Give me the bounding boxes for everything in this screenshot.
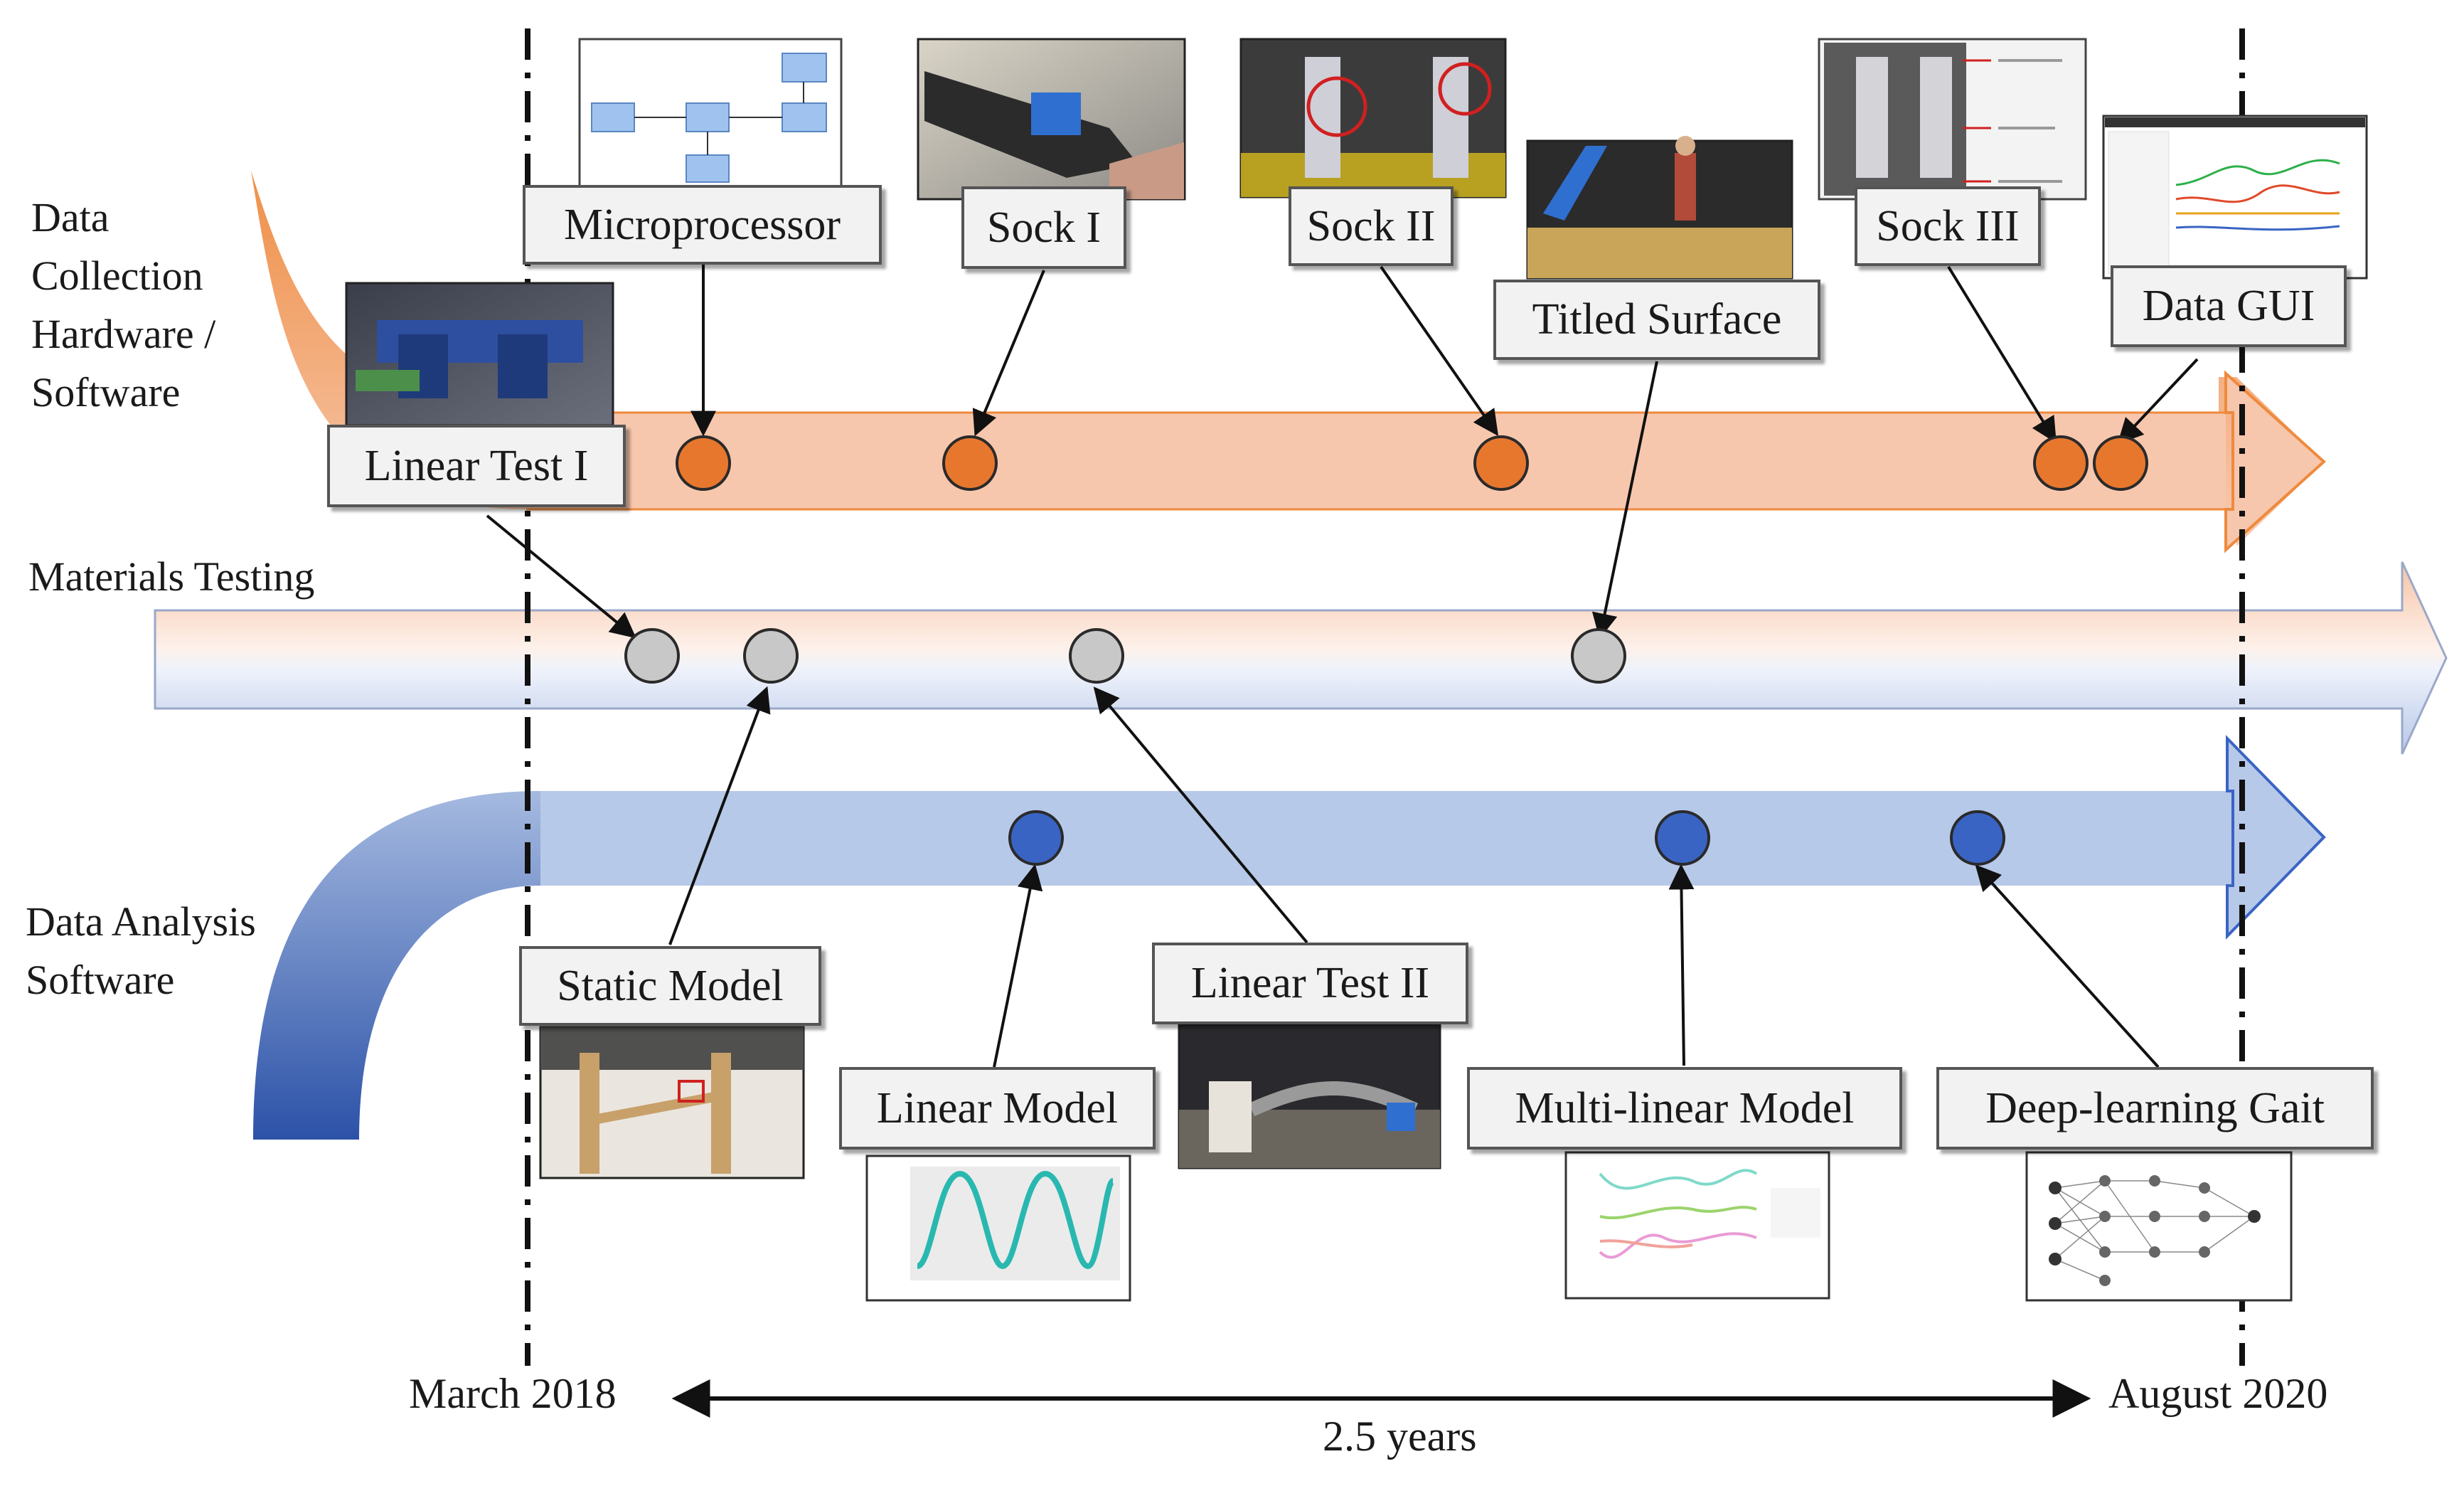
linear-model-chart-thumbnail [865, 1155, 1131, 1302]
multilinear-model-label: Multi-linear Model [1467, 1067, 1902, 1150]
linear-test-1-label: Linear Test I [327, 425, 626, 507]
analysis-label-line: Software [26, 957, 175, 1003]
deep-learning-gait-label: Deep-learning Gait [1936, 1067, 2374, 1150]
microprocessor-diagram-thumbnail [578, 38, 843, 190]
start-date-label: March 2018 [409, 1370, 617, 1417]
linear-test-2-photo [1178, 1023, 1441, 1169]
analysis-label-line: Data Analysis [26, 898, 256, 945]
titled-surface-label: Titled Surface [1493, 280, 1820, 360]
linear-test-2-label: Linear Test II [1152, 943, 1468, 1024]
hardware-event-dots [676, 435, 2148, 491]
materials-event-dots [624, 628, 1626, 684]
analysis-lane-band [253, 735, 2326, 1140]
sock-1-label: Sock I [961, 186, 1126, 269]
event-dot-titled-surface [1571, 628, 1626, 684]
hardware-lane-label: Data Collection Hardware / Software [31, 189, 215, 422]
titled-surface-photo [1526, 136, 1793, 280]
hardware-label-line: Hardware / [31, 311, 216, 357]
static-model-photo [539, 1026, 805, 1179]
data-gui-screenshot [2102, 115, 2368, 280]
event-dot-linear-model [1008, 810, 1064, 866]
event-dot-sock-2 [1473, 435, 1529, 491]
sock-3-photo [1818, 38, 2087, 201]
sock-3-label: Sock III [1855, 186, 2041, 266]
event-dot-sock-3 [2033, 435, 2089, 491]
event-dot-multilinear-model [1655, 810, 1710, 866]
data-gui-label: Data GUI [2111, 265, 2347, 347]
event-dot-linear-test-1 [624, 628, 680, 684]
sock-1-photo [917, 38, 1186, 201]
hardware-label-line: Data [31, 194, 110, 240]
end-date-label: August 2020 [2108, 1370, 2328, 1417]
event-dot-deep-learning-gait [1950, 810, 2005, 866]
event-dot-sock-1 [942, 435, 998, 491]
event-dot-linear-test-2 [1069, 628, 1124, 684]
linear-model-label: Linear Model [839, 1067, 1156, 1150]
event-dot-microprocessor [676, 435, 731, 491]
duration-label: 2.5 years [1323, 1413, 1477, 1460]
multilinear-model-chart-thumbnail [1564, 1151, 1830, 1300]
microprocessor-label: Microprocessor [523, 185, 882, 265]
sock-2-photo [1239, 38, 1507, 198]
materials-lane-band [154, 561, 2448, 755]
hardware-label-line: Collection [31, 253, 203, 299]
hardware-label-line: Software [31, 369, 181, 415]
connector-arrows [486, 265, 2199, 1068]
neural-network-thumbnail [2025, 1151, 2293, 1302]
materials-lane-label: Materials Testing [28, 553, 315, 600]
event-dot-static-model [743, 628, 799, 684]
analysis-event-dots [1008, 810, 2005, 866]
linear-test-1-photo [345, 282, 614, 427]
sock-2-label: Sock II [1289, 186, 1454, 266]
static-model-label: Static Model [519, 946, 821, 1026]
analysis-lane-label: Data Analysis Software [26, 893, 256, 1009]
event-dot-data-gui [2093, 435, 2148, 491]
hardware-lane-band [251, 171, 2326, 553]
